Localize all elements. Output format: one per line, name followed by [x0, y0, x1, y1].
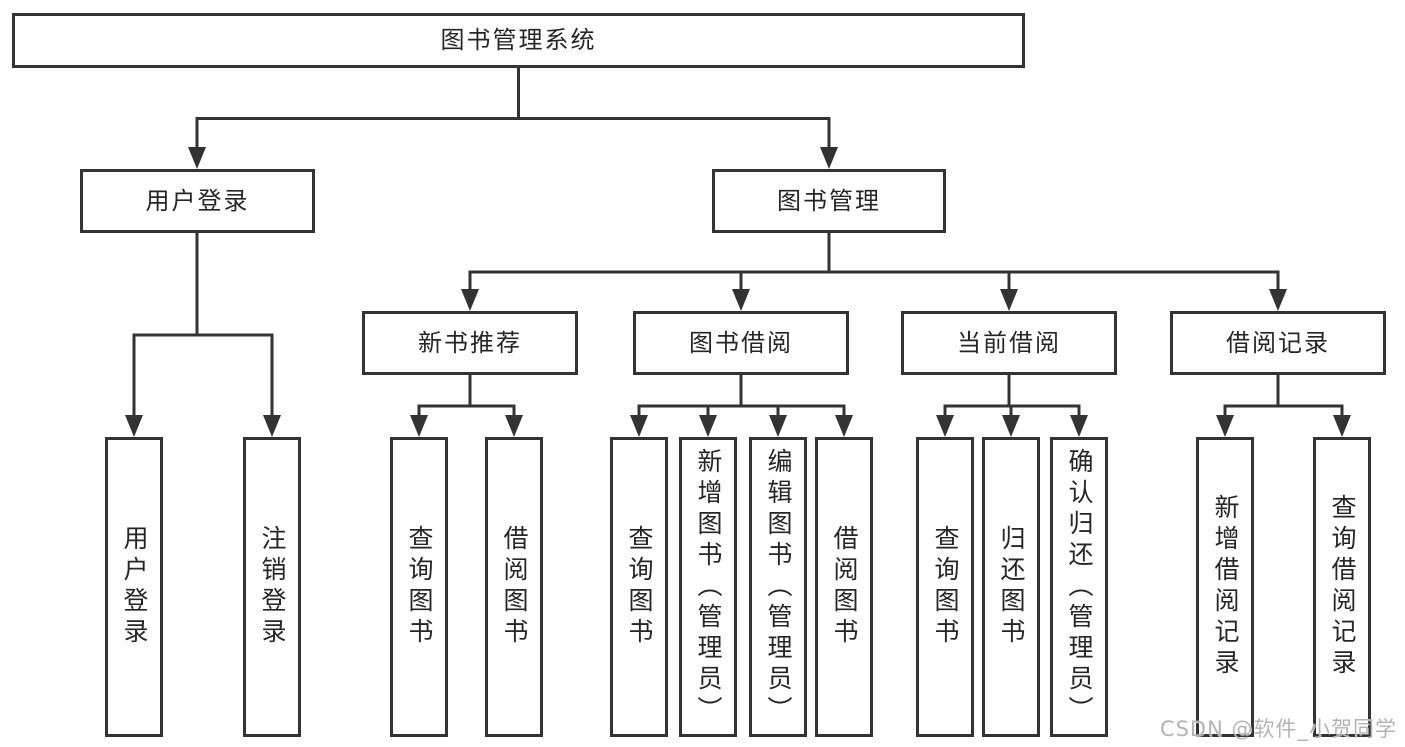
arrowhead-icon: [1000, 289, 1018, 311]
leaf-borrowing-edit-books-admin: 编辑图书（管理员）: [749, 437, 807, 737]
leaf-logout: 注销登录: [243, 437, 301, 737]
arrowhead-icon: [125, 415, 143, 437]
arrowhead-icon: [630, 415, 648, 437]
arrowhead-icon: [1333, 415, 1351, 437]
arrowhead-icon: [732, 289, 750, 311]
leaf-current-confirm-return-admin: 确认归还（管理员）: [1050, 437, 1108, 737]
arrowhead-icon: [936, 415, 954, 437]
leaf-borrowing-add-books-admin: 新增图书（管理员）: [679, 437, 737, 737]
leaf-borrowing-query-books: 查询图书: [610, 437, 668, 737]
connector-user-login-children: [125, 233, 281, 437]
leaf-records-add-record: 新增借阅记录: [1196, 437, 1254, 737]
connector-new-book-children: [410, 375, 523, 437]
node-book-management-branch: 图书管理: [712, 169, 946, 233]
connector-current-borrowing-children: [936, 375, 1088, 437]
leaf-newbook-borrow-books: 借阅图书: [485, 437, 543, 737]
connector-borrowing-records-children: [1216, 375, 1351, 437]
arrowhead-icon: [1216, 415, 1234, 437]
arrowhead-icon: [699, 415, 717, 437]
connector-book-borrowing-children: [630, 375, 853, 437]
leaf-records-query-record: 查询借阅记录: [1313, 437, 1371, 737]
arrowhead-icon: [1002, 415, 1020, 437]
connector-book-management-children: [461, 233, 1287, 311]
csdn-watermark: CSDN @软件_小贺同学: [1159, 717, 1397, 741]
leaf-user-login: 用户登录: [105, 437, 163, 737]
node-root-system: 图书管理系统: [12, 13, 1025, 68]
leaf-newbook-query-books: 查询图书: [390, 437, 448, 737]
arrowhead-icon: [188, 147, 206, 169]
arrowhead-icon: [263, 415, 281, 437]
arrowhead-icon: [1269, 289, 1287, 311]
arrowhead-icon: [505, 415, 523, 437]
connector-root-to-level2: [188, 68, 838, 169]
arrowhead-icon: [1070, 415, 1088, 437]
arrowhead-icon: [835, 415, 853, 437]
arrowhead-icon: [769, 415, 787, 437]
leaf-borrowing-borrow-books: 借阅图书: [815, 437, 873, 737]
node-book-borrowing: 图书借阅: [633, 311, 849, 375]
node-new-book-recommend: 新书推荐: [362, 311, 578, 375]
node-borrowing-records: 借阅记录: [1170, 311, 1386, 375]
arrowhead-icon: [410, 415, 428, 437]
leaf-current-query-books: 查询图书: [916, 437, 974, 737]
leaf-current-return-books: 归还图书: [982, 437, 1040, 737]
node-current-borrowing: 当前借阅: [901, 311, 1117, 375]
node-user-login-branch: 用户登录: [80, 169, 315, 233]
arrowhead-icon: [820, 147, 838, 169]
arrowhead-icon: [461, 289, 479, 311]
